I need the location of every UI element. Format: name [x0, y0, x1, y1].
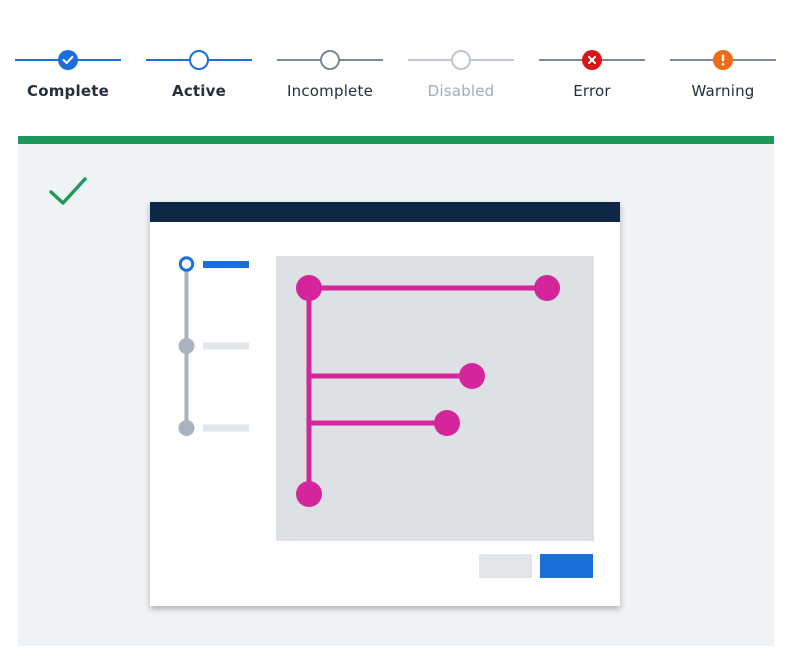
flow-node: [296, 275, 322, 301]
step-label: Active: [172, 82, 226, 100]
disabled-ring-icon: [451, 50, 471, 70]
sidebar-stepper: [178, 256, 249, 436]
step-incomplete: Incomplete: [265, 46, 395, 106]
step-label: Complete: [27, 82, 109, 100]
sidebar-step-active-icon: [178, 256, 195, 272]
step-complete: Complete: [3, 46, 133, 106]
flow-canvas: [276, 256, 594, 541]
active-ring-icon: [189, 50, 209, 70]
success-bar: [18, 136, 774, 144]
primary-button[interactable]: [540, 554, 593, 578]
sidebar-step-label-bar: [203, 342, 249, 350]
step-label: Incomplete: [287, 82, 373, 100]
secondary-button[interactable]: [479, 554, 532, 578]
step-disabled: Disabled: [396, 46, 526, 106]
complete-check-icon: [58, 50, 78, 70]
window-titlebar: [150, 202, 620, 222]
flow-node: [534, 275, 560, 301]
window-illustration: [150, 202, 620, 606]
flow-node: [459, 363, 485, 389]
step-warning: Warning: [658, 46, 788, 106]
step-label: Error: [573, 82, 611, 100]
sidebar-step-inactive-icon: [178, 338, 195, 354]
warning-exclamation-icon: [713, 50, 733, 70]
incomplete-ring-icon: [320, 50, 340, 70]
error-x-icon: [582, 50, 602, 70]
check-icon: [48, 176, 88, 208]
step-label: Disabled: [427, 82, 495, 100]
flow-node: [434, 410, 460, 436]
branching-flow-diagram: [296, 275, 560, 507]
sidebar-step-label-bar: [203, 424, 249, 432]
flow-node: [296, 481, 322, 507]
sidebar-step-inactive-icon: [178, 420, 195, 436]
step-label: Warning: [691, 82, 755, 100]
step-error: Error: [527, 46, 657, 106]
step-active: Active: [134, 46, 264, 106]
sidebar-step-label-bar: [203, 261, 249, 268]
